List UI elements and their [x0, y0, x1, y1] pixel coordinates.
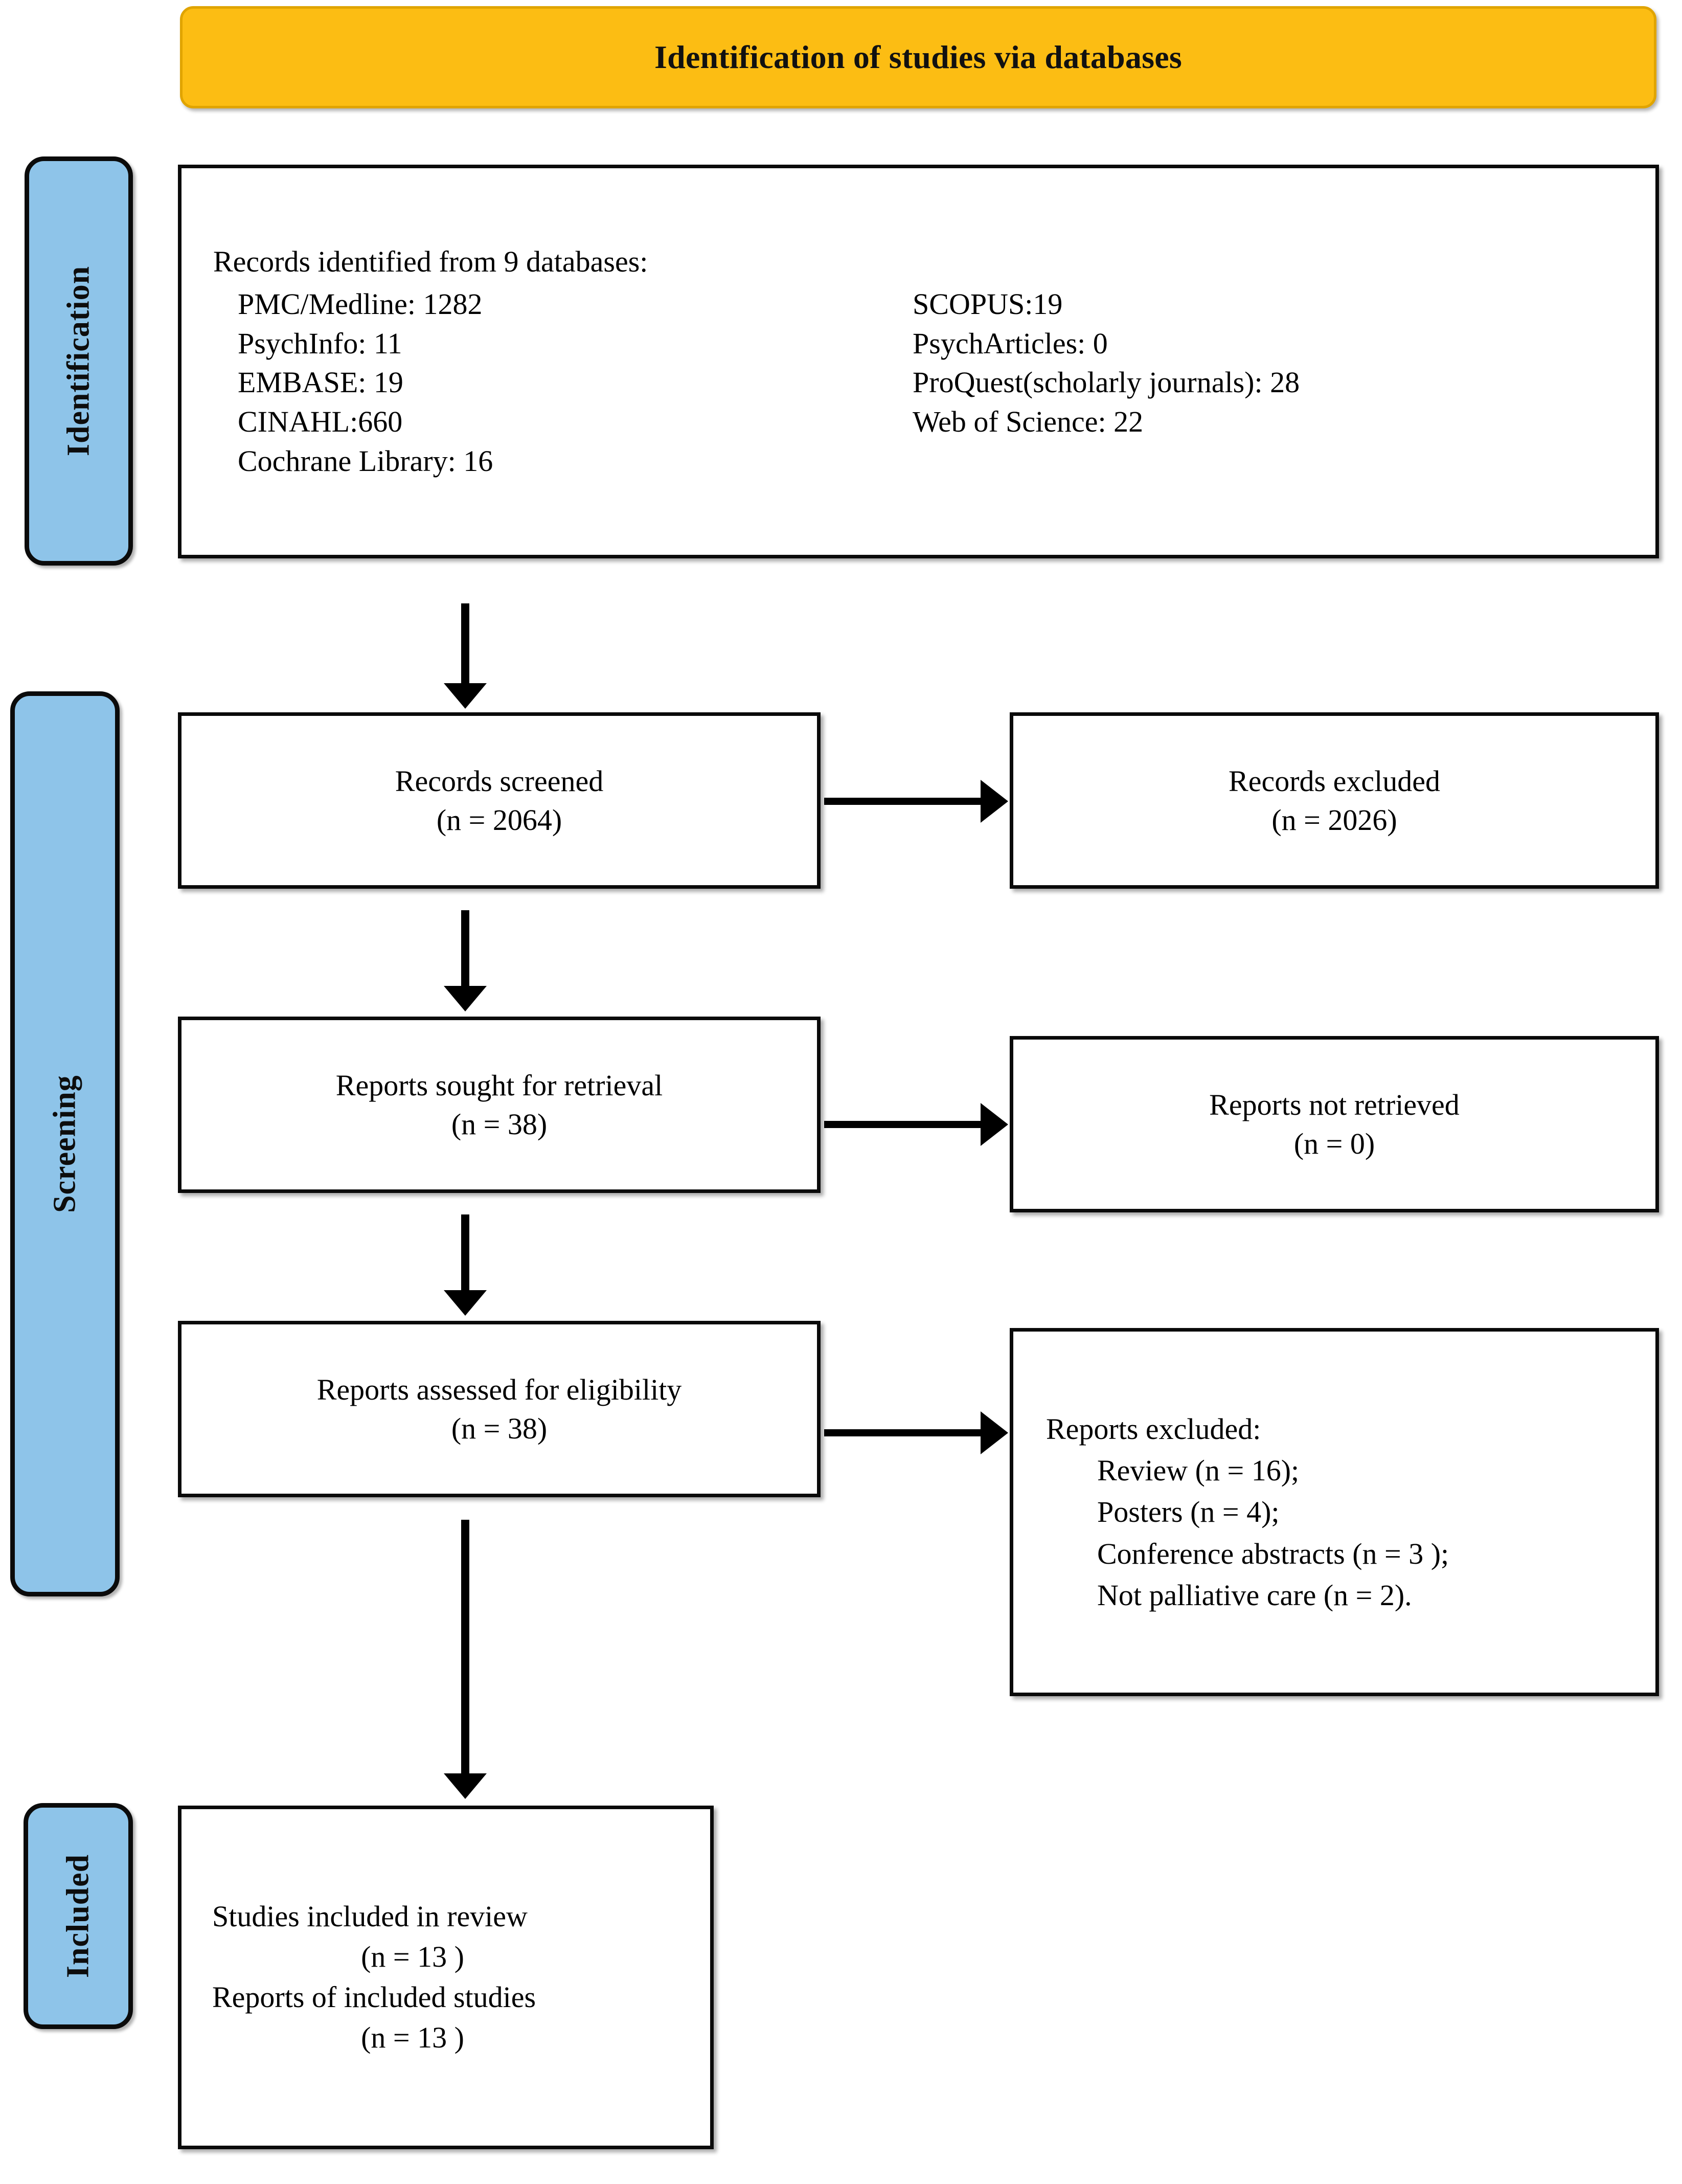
stage-rail-screening-label: Screening — [47, 1075, 82, 1213]
reports-not-retrieved-count: (n = 0) — [1293, 1127, 1375, 1160]
studies-included-label: Studies included in review — [212, 1900, 528, 1933]
reports-excluded-item: Posters (n = 4); — [1097, 1495, 1280, 1529]
database-count-item: EMBASE: 19 — [238, 366, 403, 399]
records-screened-label: Records screened — [395, 764, 604, 798]
box-studies-included-in-review: Studies included in review (n = 13 ) Rep… — [178, 1806, 714, 2149]
reports-excluded-heading: Reports excluded: — [1046, 1412, 1261, 1446]
stage-rail-identification-label: Identification — [61, 265, 96, 457]
database-count-item: SCOPUS:19 — [913, 287, 1063, 321]
database-count-item: Cochrane Library: 16 — [238, 444, 493, 478]
stage-rail-identification: Identification — [25, 156, 133, 566]
database-count-item: CINAHL:660 — [238, 404, 403, 438]
reports-assessed-label: Reports assessed for eligibility — [316, 1373, 682, 1407]
reports-sought-count: (n = 38) — [451, 1107, 548, 1141]
studies-included-count: (n = 13 ) — [361, 1940, 464, 1974]
banner-title: Identification of studies via databases — [654, 39, 1182, 75]
box-reports-excluded-detail: Reports excluded: Review (n = 16); Poste… — [1010, 1328, 1659, 1696]
stage-rail-included-label: Included — [60, 1854, 96, 1978]
database-counts-right-column: SCOPUS:19 PsychArticles: 0 ProQuest(scho… — [913, 285, 1618, 481]
arrow-screened-to-sought — [461, 910, 469, 988]
records-screened-count: (n = 2064) — [436, 803, 562, 837]
database-count-item: PMC/Medline: 1282 — [238, 287, 483, 321]
box-reports-not-retrieved: Reports not retrieved (n = 0) — [1010, 1036, 1659, 1212]
reports-of-included-studies-label: Reports of included studies — [212, 1980, 536, 2014]
reports-not-retrieved-label: Reports not retrieved — [1209, 1088, 1460, 1122]
arrow-sought-to-not-retrieved — [824, 1121, 983, 1128]
database-count-item: ProQuest(scholarly journals): 28 — [913, 366, 1300, 399]
arrow-sought-to-assessed — [461, 1214, 469, 1292]
box-records-screened: Records screened (n = 2064) — [178, 712, 821, 889]
arrow-assessed-to-reports-excluded — [824, 1429, 983, 1436]
database-counts-left-column: PMC/Medline: 1282 PsychInfo: 11 EMBASE: … — [238, 285, 913, 481]
database-counts-columns: PMC/Medline: 1282 PsychInfo: 11 EMBASE: … — [181, 281, 1655, 481]
box-records-identified: Records identified from 9 databases: PMC… — [178, 165, 1659, 558]
reports-excluded-item: Conference abstracts (n = 3 ); — [1097, 1537, 1449, 1570]
arrow-assessed-to-included — [461, 1520, 469, 1775]
database-count-item: PsychArticles: 0 — [913, 326, 1108, 360]
database-count-item: Web of Science: 22 — [913, 404, 1144, 438]
database-count-item: PsychInfo: 11 — [238, 326, 402, 360]
box-reports-sought-for-retrieval: Reports sought for retrieval (n = 38) — [178, 1017, 821, 1193]
arrow-identified-to-screened — [461, 603, 469, 685]
reports-of-included-studies-count: (n = 13 ) — [361, 2020, 464, 2054]
reports-excluded-item: Review (n = 16); — [1097, 1454, 1300, 1488]
records-identified-heading: Records identified from 9 databases: — [213, 244, 648, 278]
arrow-screened-to-records-excluded — [824, 798, 983, 805]
records-excluded-count: (n = 2026) — [1271, 803, 1397, 837]
box-reports-assessed-for-eligibility: Reports assessed for eligibility (n = 38… — [178, 1321, 821, 1497]
diagram-header-banner: Identification of studies via databases — [180, 6, 1656, 108]
reports-excluded-item: Not palliative care (n = 2). — [1097, 1578, 1412, 1612]
records-excluded-label: Records excluded — [1229, 764, 1440, 798]
reports-assessed-count: (n = 38) — [451, 1411, 548, 1445]
stage-rail-included: Included — [24, 1803, 133, 2029]
box-records-excluded: Records excluded (n = 2026) — [1010, 712, 1659, 889]
reports-sought-label: Reports sought for retrieval — [335, 1069, 663, 1102]
stage-rail-screening: Screening — [10, 691, 120, 1596]
